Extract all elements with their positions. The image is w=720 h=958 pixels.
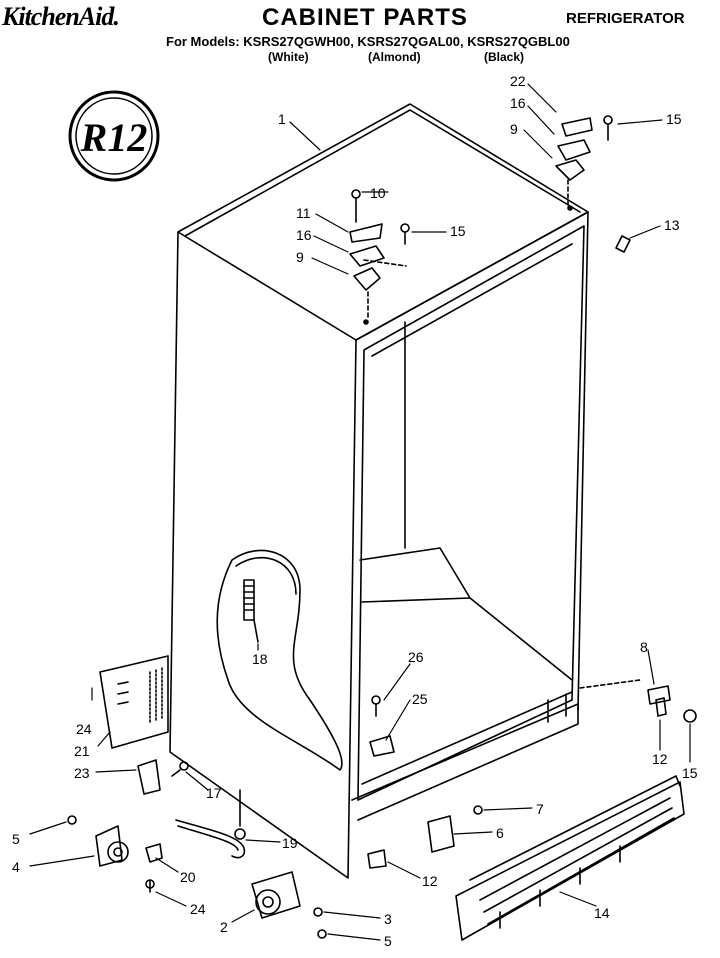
callout-15: 15: [666, 111, 682, 127]
callout-2: 2: [220, 919, 228, 935]
callout-24: 24: [190, 901, 206, 917]
callout-7: 7: [536, 801, 544, 817]
leader-lines: [29, 83, 691, 941]
product-category: REFRIGERATOR: [566, 10, 685, 27]
callout-6: 6: [496, 825, 504, 841]
callout-23: 23: [74, 765, 90, 781]
callout-15: 15: [450, 223, 466, 239]
front-roller: [251, 871, 327, 939]
callout-5: 5: [12, 831, 20, 847]
callout-16: 16: [296, 227, 312, 243]
callout-11: 11: [296, 205, 311, 221]
small-bracket: [145, 843, 163, 893]
drain-tube: [175, 789, 246, 859]
callout-3: 3: [384, 911, 392, 927]
top-right-hinge: [555, 115, 613, 211]
color-label-almond: (Almond): [368, 50, 421, 64]
model-numbers: For Models: KSRS27QGWH00, KSRS27QGAL00, …: [166, 34, 570, 49]
callout-19: 19: [282, 835, 298, 851]
callout-4: 4: [12, 859, 20, 875]
callout-9: 9: [510, 121, 518, 137]
left-bracket: [99, 655, 169, 749]
callout-13: 13: [664, 217, 680, 233]
side-cutaway: [216, 549, 343, 771]
callout-25: 25: [412, 691, 428, 707]
bracket-part: [137, 759, 189, 795]
callout-labels: 1 22 16 15 9 10 11 16 15 9 13 18 8 26 25…: [12, 73, 698, 949]
leveling-bracket: [427, 805, 483, 853]
toe-grille: [455, 775, 685, 941]
color-label-white: (White): [268, 50, 309, 64]
brand-logo: KitchenAid.: [2, 2, 120, 31]
callout-15: 15: [682, 765, 698, 781]
top-center-hinge: [349, 189, 410, 325]
clip-part: [615, 235, 631, 253]
callout-18: 18: [252, 651, 268, 667]
callout-26: 26: [408, 649, 424, 665]
cabinet-shell: [169, 103, 589, 879]
color-label-black: (Black): [484, 50, 525, 64]
tube-part: [243, 579, 259, 643]
r12-badge: R12: [68, 90, 160, 182]
callout-24: 24: [76, 721, 92, 737]
callout-17: 17: [206, 785, 222, 801]
callout-9: 9: [296, 249, 304, 265]
lower-clip: [367, 849, 387, 869]
callout-10: 10: [370, 185, 386, 201]
badge-text: R12: [80, 115, 148, 160]
callout-14: 14: [594, 905, 610, 921]
center-bracket: [369, 695, 395, 757]
callout-21: 21: [74, 743, 90, 759]
callout-1: 1: [278, 111, 286, 127]
callout-5: 5: [384, 933, 392, 949]
right-bracket: [579, 679, 697, 723]
roller-assembly: [67, 815, 129, 867]
callout-20: 20: [180, 869, 196, 885]
callout-12: 12: [652, 751, 668, 767]
callout-22: 22: [510, 73, 526, 89]
callout-8: 8: [640, 639, 648, 655]
callout-12: 12: [422, 873, 438, 889]
callout-16: 16: [510, 95, 526, 111]
page-title: CABINET PARTS: [262, 4, 468, 31]
